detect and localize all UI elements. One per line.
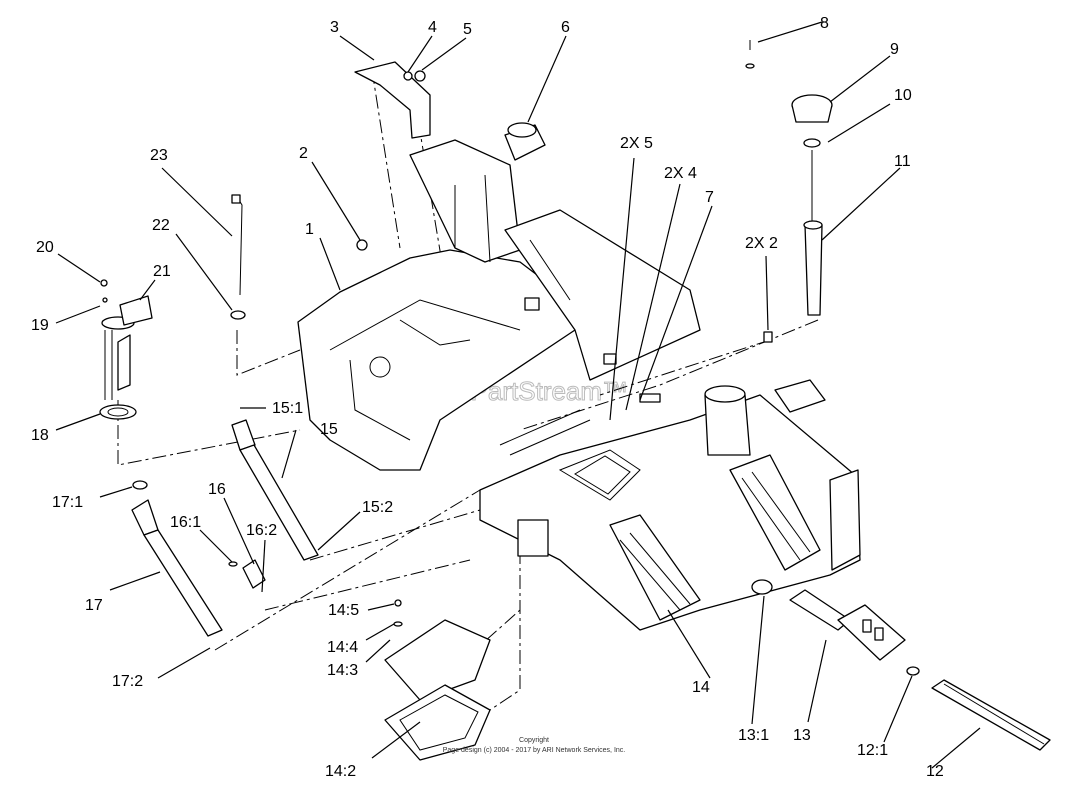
- filler-neck-cap-6: [504, 122, 546, 161]
- hardware-4-5: [403, 70, 426, 82]
- callout-10: 10: [894, 87, 912, 104]
- callout-20: 20: [36, 239, 54, 256]
- callout-2x4: 2X 4: [664, 165, 697, 182]
- callout-16-2: 16:2: [246, 522, 277, 539]
- callout-2: 2: [299, 145, 308, 162]
- callout-14-2: 14:2: [325, 763, 356, 780]
- hose-17: [131, 480, 223, 637]
- callout-12: 12: [926, 763, 944, 780]
- tube-11: [803, 220, 823, 316]
- callout-17-2: 17:2: [112, 673, 143, 690]
- callout-22: 22: [152, 217, 170, 234]
- callout-labels: 1 2 3 4 5 6 7 8 9 10 11 12 12:1 13 13:1 …: [31, 15, 944, 780]
- callout-15-1: 15:1: [272, 400, 303, 417]
- callout-17: 17: [85, 597, 103, 614]
- callout-14-3: 14:3: [327, 662, 358, 679]
- bracket-3: [354, 61, 431, 139]
- copyright-line-2: Page design (c) 2004 - 2017 by ARI Netwo…: [443, 747, 626, 754]
- hardware-8: [745, 40, 755, 69]
- callout-5: 5: [463, 21, 472, 38]
- callout-12-1: 12:1: [857, 742, 888, 759]
- plates-14: [384, 599, 491, 761]
- callout-13-1: 13:1: [738, 727, 769, 744]
- callout-1: 1: [305, 221, 314, 238]
- leader-lines: [55, 21, 981, 769]
- callout-15: 15: [320, 421, 338, 438]
- callout-2x2: 2X 2: [745, 235, 778, 252]
- hose-12: [931, 679, 1051, 751]
- callout-15-2: 15:2: [362, 499, 393, 516]
- callout-4: 4: [428, 19, 437, 36]
- callout-6: 6: [561, 19, 570, 36]
- callout-14: 14: [692, 679, 710, 696]
- callout-14-5: 14:5: [328, 602, 359, 619]
- screw-2: [356, 239, 368, 251]
- sender-assembly: [99, 279, 153, 420]
- callout-23: 23: [150, 147, 168, 164]
- fuel-tank: [297, 139, 701, 471]
- callout-2x5: 2X 5: [620, 135, 653, 152]
- callout-3: 3: [330, 19, 339, 36]
- rod-23: [230, 194, 246, 320]
- copyright-line-1: Copyright: [519, 737, 549, 744]
- callout-17-1: 17:1: [52, 494, 83, 511]
- fuel-cap-9: [791, 94, 833, 225]
- callout-8: 8: [820, 15, 829, 32]
- hose-15: [231, 419, 319, 561]
- screw-2x2: [763, 331, 773, 343]
- callout-18: 18: [31, 427, 49, 444]
- chassis: [479, 353, 861, 631]
- callout-16-1: 16:1: [170, 514, 201, 531]
- callout-19: 19: [31, 317, 49, 334]
- valve-13: [751, 579, 920, 676]
- callout-9: 9: [890, 41, 899, 58]
- fitting-16: [228, 559, 266, 589]
- callout-11: 11: [894, 153, 911, 170]
- callout-16: 16: [208, 481, 226, 498]
- callout-7: 7: [705, 189, 714, 206]
- callout-13: 13: [793, 727, 811, 744]
- callout-14-4: 14:4: [327, 639, 358, 656]
- callout-21: 21: [153, 263, 171, 280]
